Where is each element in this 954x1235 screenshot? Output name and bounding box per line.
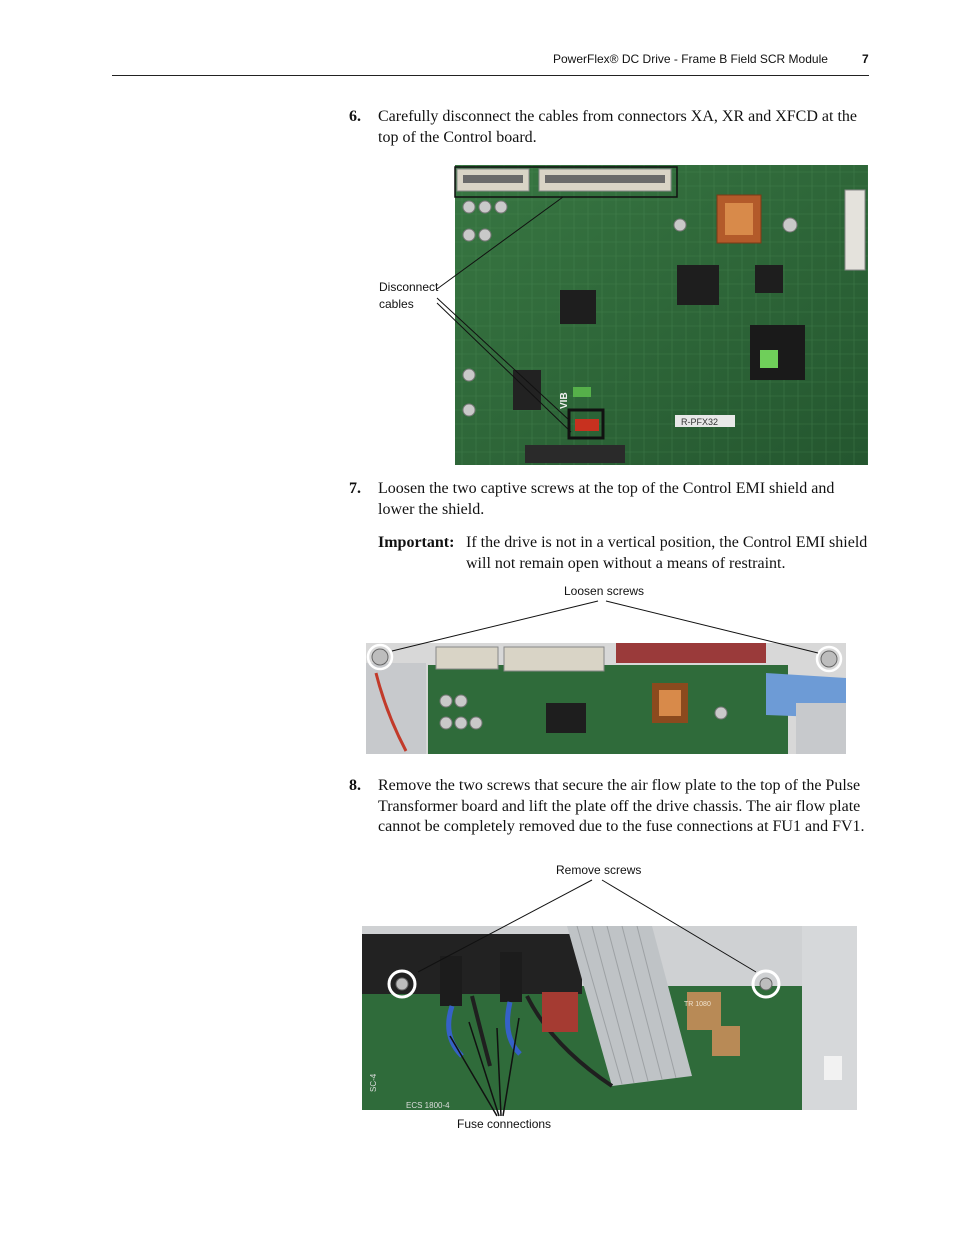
step-text: Loosen the two captive screws at the top… [378,480,835,518]
callout-fuse-connections: Fuse connections [457,1117,552,1131]
callout-disconnect-cables: Disconnect cables [379,279,438,313]
important-label: Important: [378,534,455,551]
step-6: 6. Carefully disconnect the cables from … [349,107,869,148]
callout-remove-screws: Remove screws [556,863,642,877]
step-8: 8. Remove the two screws that secure the… [349,776,869,838]
board-ecs-label: ECS 1800-4 [406,1101,450,1110]
step-number: 8. [349,777,361,794]
page-number: 7 [862,52,869,66]
emi-shield-photo [366,643,846,754]
board-sc4-label: SC-4 [369,1073,378,1092]
step-number: 7. [349,480,361,497]
callout-line-1: Disconnect [379,280,439,294]
board-part-number: R-PFX32 [681,417,718,427]
header-rule [112,75,869,76]
step-number: 6. [349,108,361,125]
board-vib-label: VIB [559,392,570,409]
callout-line-2: cables [379,297,414,311]
air-flow-plate-photo: SC-4 ECS 1800-4 TR 1080 [362,926,857,1110]
control-board-photo: R-PFX32 VIB [455,165,868,465]
important-text: If the drive is not in a vertical positi… [466,534,868,572]
step-text: Remove the two screws that secure the ai… [378,777,865,835]
important-note: Important: If the drive is not in a vert… [378,533,868,574]
callout-loosen-screws: Loosen screws [564,584,645,598]
board-tr-label: TR 1080 [684,1001,711,1008]
step-text: Carefully disconnect the cables from con… [378,108,857,146]
step-7: 7. Loosen the two captive screws at the … [349,479,869,520]
running-header-title: PowerFlex® DC Drive - Frame B Field SCR … [553,52,828,66]
